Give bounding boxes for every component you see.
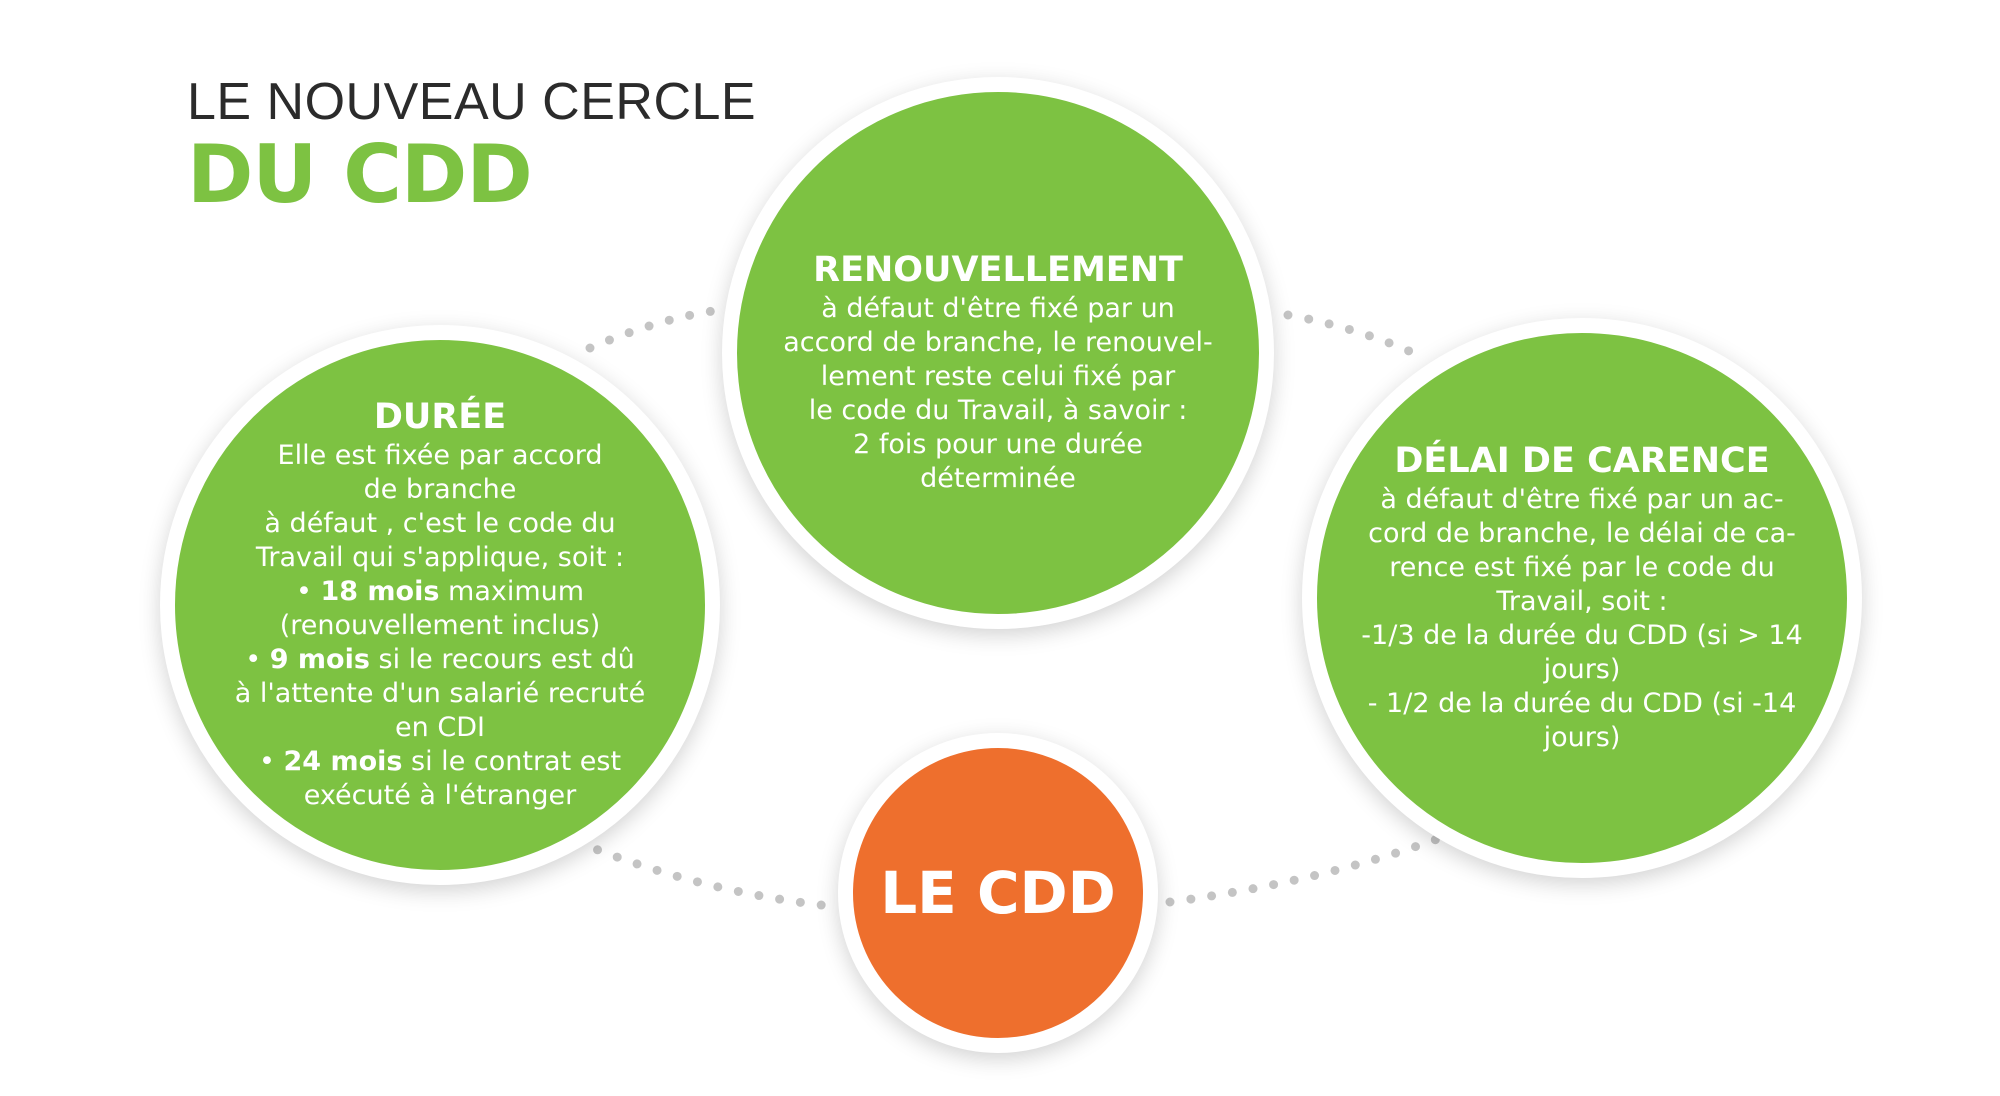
circle-le-cdd: LE CDD [838,733,1158,1053]
renouvellement-line: déterminée [920,463,1076,494]
carence-line: rence est fixé par le code du [1389,552,1775,583]
duree-line: Travail qui s'applique, soit : [255,542,625,573]
carence-line: Travail, soit : [1496,586,1668,617]
duree-line: en CDI [395,712,485,743]
renouvellement-line: le code du Travail, à savoir : [808,395,1188,426]
renouvellement-title: RENOUVELLEMENT [813,250,1183,290]
duree-line: à l'attente d'un salarié recruté [234,678,646,709]
renouvellement-line: lement reste celui fixé par [820,361,1176,392]
title-line-2: DU CDD [187,128,533,221]
carence-line: à défaut d'être fixé par un ac- [1380,484,1784,515]
le-cdd-label: LE CDD [880,859,1116,927]
duree-line: (renouvellement inclus) [279,610,601,641]
carence-line: cord de branche, le délai de ca- [1368,518,1796,549]
renouvellement-line: 2 fois pour une durée [853,429,1143,460]
carence-title: DÉLAI DE CARENCE [1394,441,1770,481]
circle-duree: DURÉE Elle est fixée par accord de branc… [160,325,720,885]
circle-delai-de-carence: DÉLAI DE CARENCE à défaut d'être fixé pa… [1302,318,1862,878]
duree-bullet-24-mois: • 24 mois si le contrat est [258,746,622,777]
connector-renouvellement-carence [1283,310,1425,361]
carence-line: jours) [1543,654,1621,685]
carence-line: -1/3 de la durée du CDD (si > 14 [1361,620,1803,651]
duree-bullet-9-mois: • 9 mois si le recours est dû [245,644,635,675]
renouvellement-line: à défaut d'être fixé par un [821,293,1175,324]
duree-bullet-18-mois: • 18 mois maximum [295,576,585,607]
duree-line: de branche [363,474,517,505]
renouvellement-line: accord de branche, le renouvel- [783,327,1213,358]
carence-line: jours) [1543,722,1621,753]
connector-center-carence [1165,833,1445,907]
duree-line: exécuté à l'étranger [303,780,577,811]
carence-line: - 1/2 de la durée du CDD (si -14 [1367,688,1797,719]
duree-line: à défaut , c'est le code du [264,508,616,539]
title-line-1: LE NOUVEAU CERCLE [187,73,757,131]
connector-duree-renouvellement [585,305,725,353]
circle-renouvellement: RENOUVELLEMENT à défaut d'être fixé par … [722,77,1274,629]
duree-line: Elle est fixée par accord [277,440,603,471]
duree-title: DURÉE [373,397,507,437]
connector-duree-center [573,837,835,911]
